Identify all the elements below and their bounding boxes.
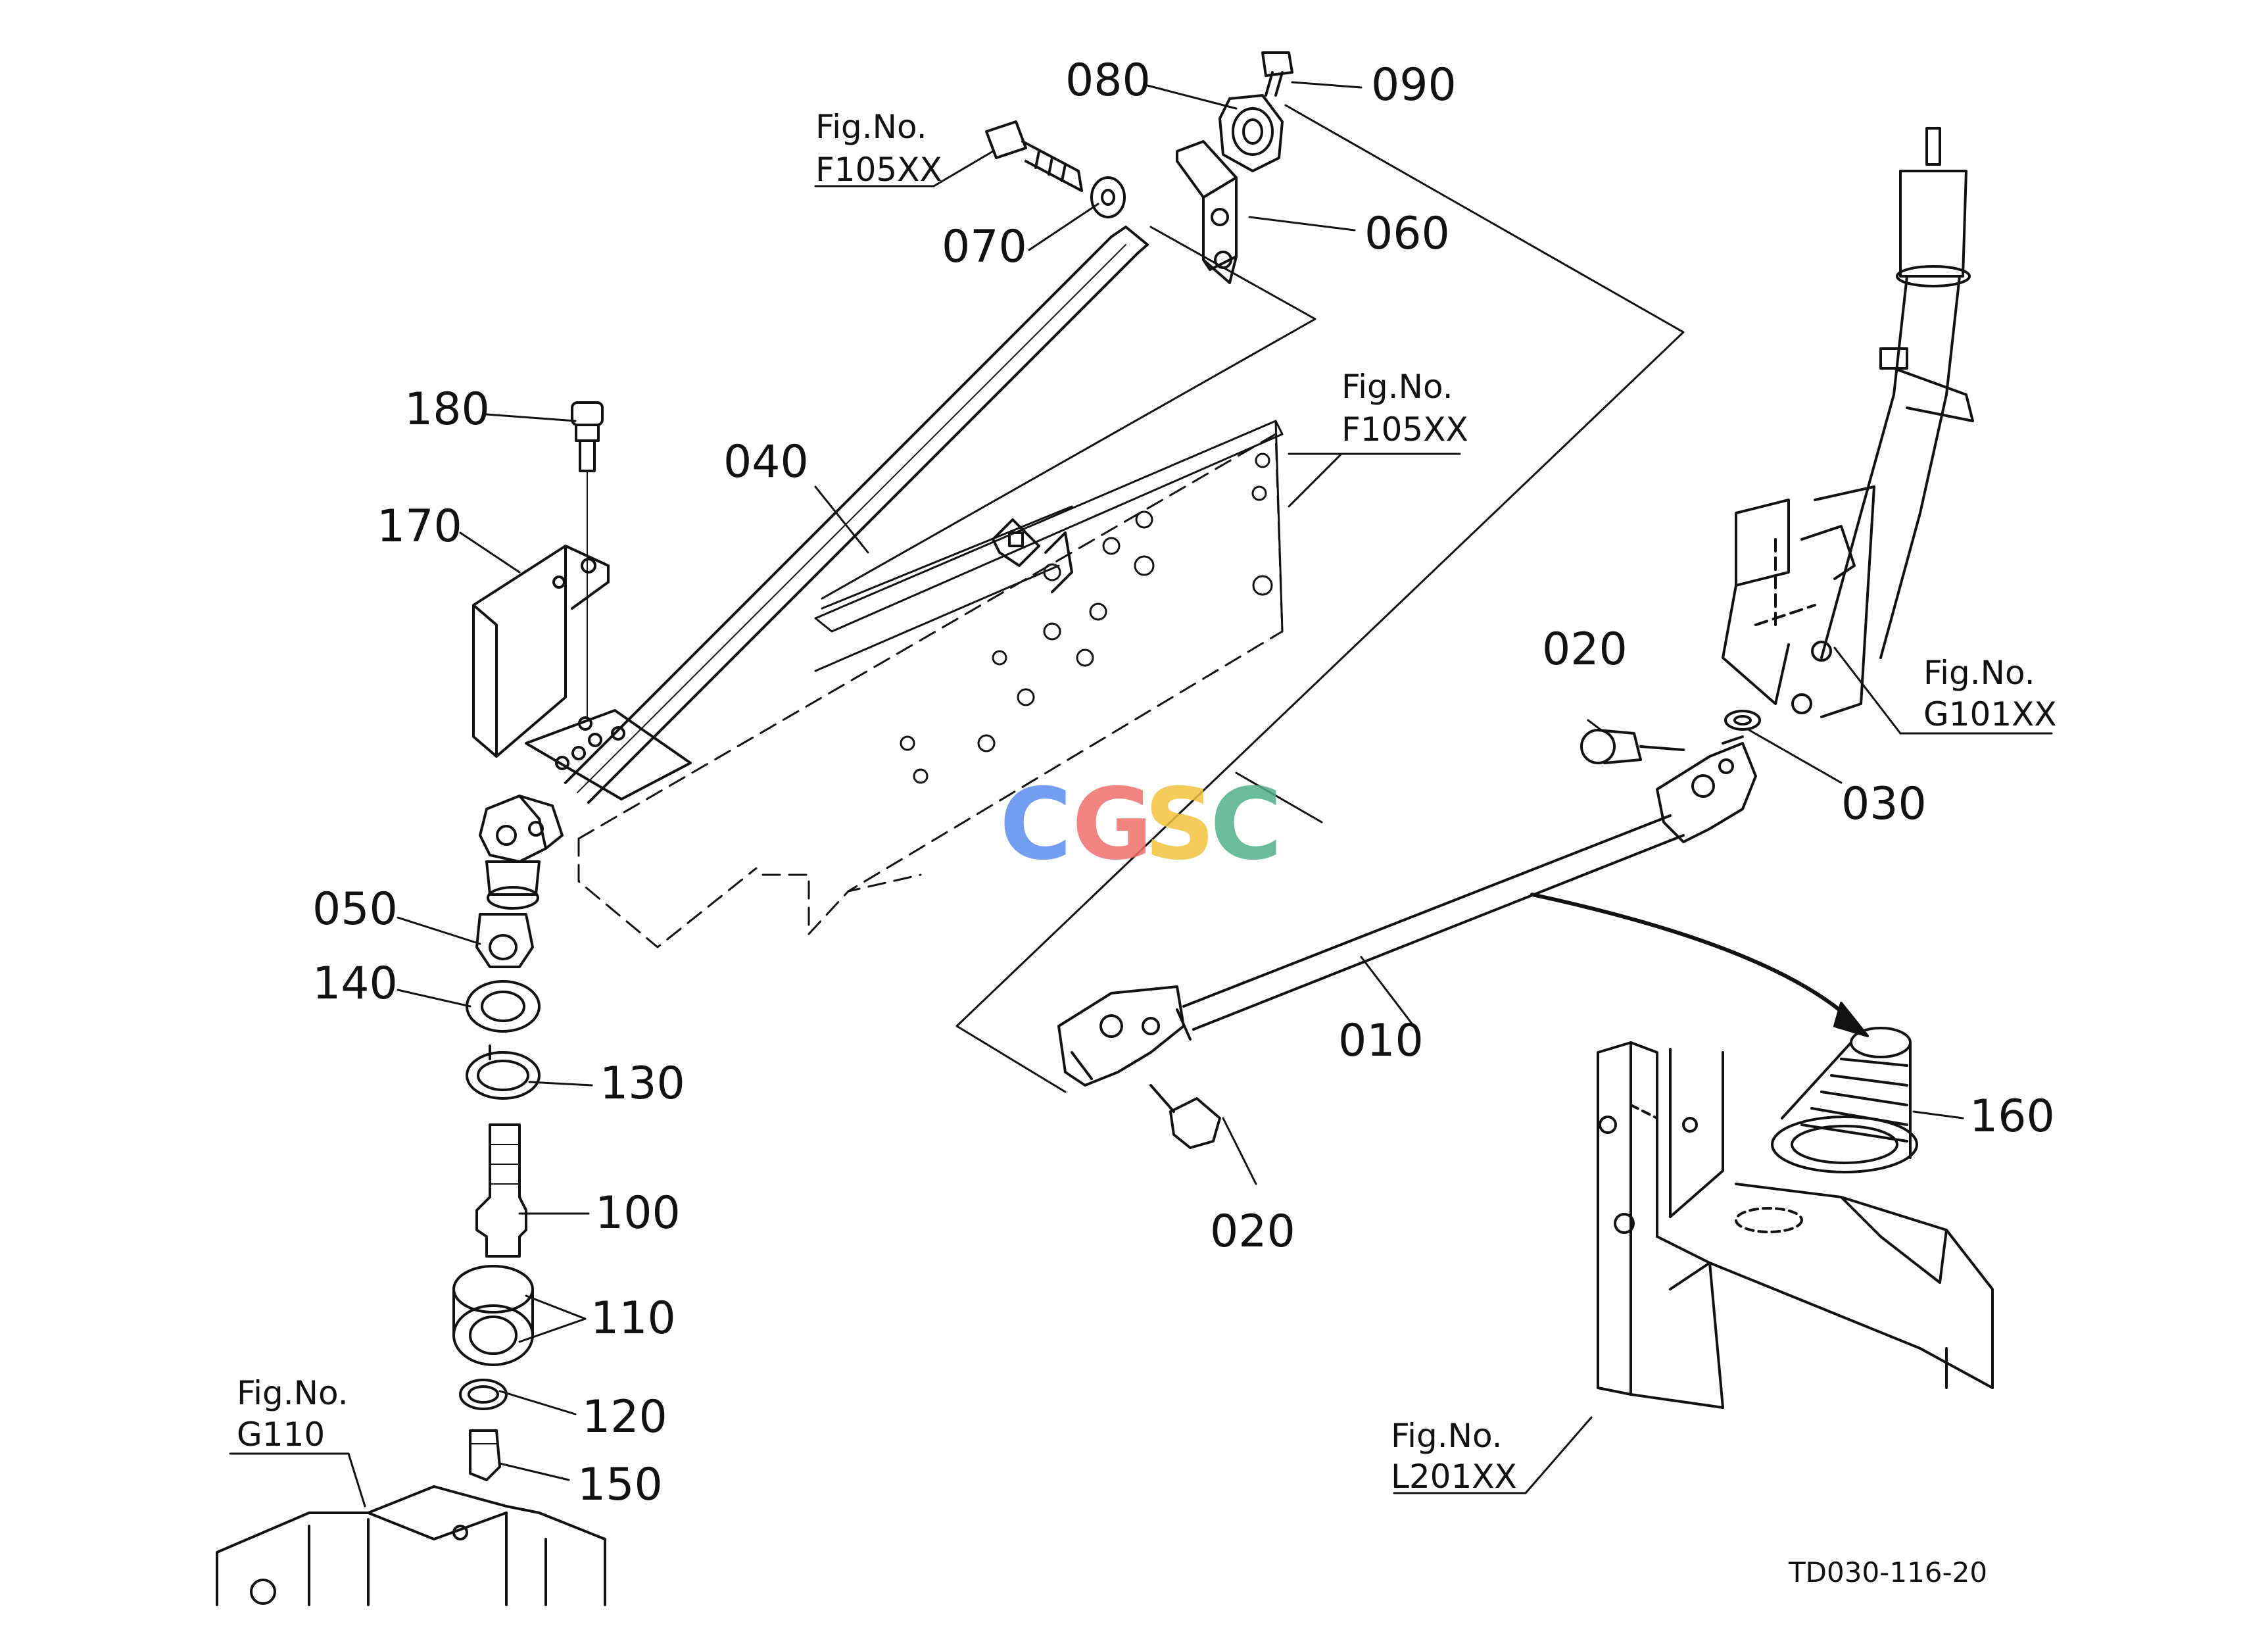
label-180: 180 bbox=[404, 383, 490, 435]
label-120: 120 bbox=[582, 1391, 667, 1443]
drawing-code: TD030-116-20 bbox=[1788, 1556, 1987, 1588]
leader-lines bbox=[229, 81, 2053, 1508]
ref-f105-top: Fig.No. F105XX bbox=[815, 108, 942, 189]
label-090: 090 bbox=[1371, 59, 1457, 111]
ref-g101-line1: Fig.No. bbox=[1923, 654, 2035, 692]
clip-plate bbox=[992, 518, 1073, 593]
ref-g110-line1: Fig.No. bbox=[237, 1374, 349, 1412]
watermark-letter-4: C bbox=[1210, 768, 1282, 882]
bolt-090 bbox=[1261, 51, 1293, 97]
snap-ring-130 bbox=[466, 1045, 541, 1100]
bolt-020-lower bbox=[1149, 1084, 1221, 1149]
ref-f105-frame-line1: Fig.No. bbox=[1341, 368, 1453, 406]
frame-l201 bbox=[1597, 1041, 1994, 1409]
label-020-upper: 020 bbox=[1542, 624, 1628, 676]
label-080: 080 bbox=[1065, 55, 1151, 107]
bearing-110 bbox=[452, 1265, 534, 1366]
label-030: 030 bbox=[1841, 778, 1927, 830]
shaft-040 bbox=[564, 226, 1149, 804]
flange-bearing-080 bbox=[1218, 94, 1284, 172]
gearbox-g110 bbox=[216, 1485, 606, 1606]
watermark-letter-1: C bbox=[1000, 768, 1072, 882]
shaft-100 bbox=[475, 1123, 527, 1258]
u-joint-upper-left bbox=[479, 795, 564, 910]
seal-140 bbox=[466, 980, 541, 1033]
arrow-to-boot bbox=[1530, 893, 1869, 1037]
label-170: 170 bbox=[377, 501, 462, 553]
mounting-plate bbox=[525, 709, 692, 800]
washer-070 bbox=[1090, 176, 1126, 218]
label-160: 160 bbox=[1969, 1091, 2055, 1143]
ref-f105-frame-line2: F105XX bbox=[1341, 410, 1468, 449]
u-joint-lower-right bbox=[1057, 985, 1185, 1087]
ref-f105-top-line2: F105XX bbox=[815, 151, 942, 189]
washer-030 bbox=[1724, 710, 1761, 731]
label-100: 100 bbox=[595, 1187, 681, 1239]
u-joint-upper-right bbox=[1656, 735, 1757, 843]
ref-g101-line2: G101XX bbox=[1923, 695, 2057, 733]
label-070: 070 bbox=[942, 221, 1027, 273]
sleeve-150 bbox=[469, 1429, 501, 1481]
ref-l201-line1: Fig.No. bbox=[1391, 1417, 1503, 1455]
ref-l201-line2: L201XX bbox=[1391, 1458, 1517, 1496]
label-050: 050 bbox=[312, 883, 398, 935]
label-020-lower: 020 bbox=[1210, 1206, 1295, 1258]
pointer-lines bbox=[821, 104, 1685, 1093]
watermark-logo: C G S C bbox=[1000, 768, 1282, 882]
bolt-180 bbox=[571, 401, 604, 718]
ring-120 bbox=[459, 1379, 508, 1410]
ref-f105-frame: Fig.No. F105XX bbox=[1341, 368, 1468, 449]
ref-l201: Fig.No. L201XX bbox=[1391, 1417, 1517, 1496]
watermark-letter-3: S bbox=[1144, 768, 1215, 882]
label-010: 010 bbox=[1338, 1015, 1424, 1067]
watermark-letter-2: G bbox=[1072, 768, 1153, 882]
steering-column-g101 bbox=[1722, 127, 1974, 718]
ref-f105-top-line1: Fig.No. bbox=[815, 108, 927, 146]
bracket-060 bbox=[1176, 140, 1238, 284]
bracket-170 bbox=[472, 545, 610, 758]
label-110: 110 bbox=[591, 1292, 676, 1344]
label-060: 060 bbox=[1364, 208, 1450, 260]
boot-160 bbox=[1771, 1027, 1918, 1173]
frame-plate bbox=[814, 420, 1284, 784]
bolt-f105 bbox=[985, 120, 1083, 192]
ref-g110: Fig.No. G110 bbox=[237, 1374, 349, 1454]
label-150: 150 bbox=[577, 1459, 663, 1511]
ref-g101: Fig.No. G101XX bbox=[1923, 654, 2057, 733]
label-140: 140 bbox=[312, 958, 398, 1010]
label-040: 040 bbox=[723, 436, 809, 488]
figure-references: Fig.No. F105XX Fig.No. F105XX Fig.No. G1… bbox=[237, 108, 2057, 1496]
ref-g110-line2: G110 bbox=[237, 1415, 325, 1454]
bolt-020-upper bbox=[1580, 729, 1685, 764]
part-labels: 080 090 060 070 040 180 170 050 140 130 … bbox=[312, 55, 2055, 1511]
label-130: 130 bbox=[600, 1058, 685, 1110]
nut-050 bbox=[475, 913, 534, 968]
